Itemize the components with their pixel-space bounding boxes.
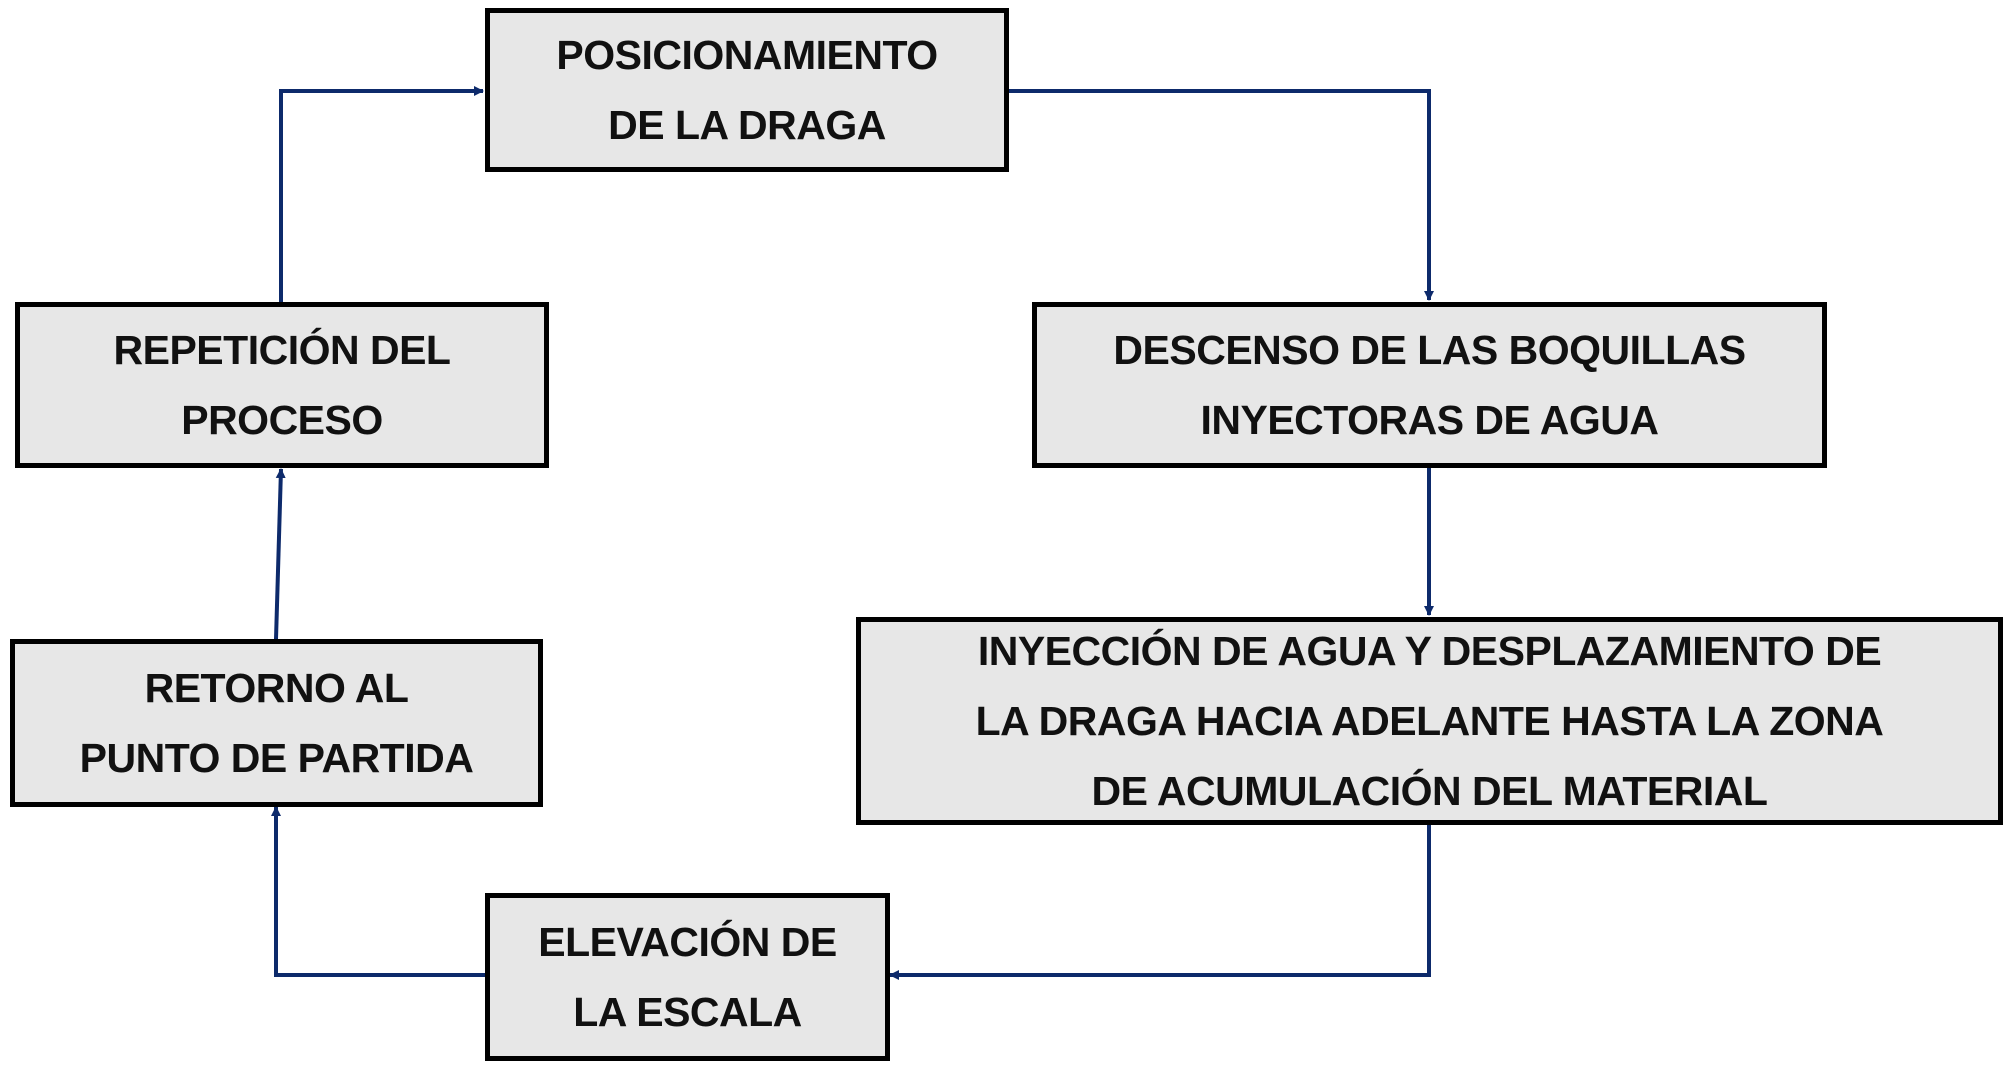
step-label: POSICIONAMIENTO DE LA DRAGA: [556, 32, 938, 148]
step-label: DESCENSO DE LAS BOQUILLAS INYECTORAS DE …: [1113, 327, 1746, 443]
step-label: RETORNO AL PUNTO DE PARTIDA: [79, 665, 474, 781]
step-retorno: RETORNO AL PUNTO DE PARTIDA: [10, 639, 543, 807]
step-label: REPETICIÓN DEL PROCESO: [113, 327, 451, 443]
step-elevacion: ELEVACIÓN DE LA ESCALA: [485, 893, 890, 1061]
step-descenso: DESCENSO DE LAS BOQUILLAS INYECTORAS DE …: [1032, 302, 1827, 468]
step-inyeccion: INYECCIÓN DE AGUA Y DESPLAZAMIENTO DE LA…: [856, 617, 2003, 825]
arrow-elevacion-to-retorno: [271, 806, 485, 977]
arrow-inyeccion-to-elevacion: [889, 825, 1431, 980]
step-posicionamiento: POSICIONAMIENTO DE LA DRAGA: [485, 8, 1009, 172]
step-label: INYECCIÓN DE AGUA Y DESPLAZAMIENTO DE LA…: [975, 628, 1884, 814]
arrow-retorno-to-repeticion: [274, 468, 286, 640]
step-repeticion: REPETICIÓN DEL PROCESO: [15, 302, 549, 468]
arrow-repeticion-to-posicionamiento: [279, 86, 484, 302]
step-label: ELEVACIÓN DE LA ESCALA: [538, 919, 837, 1035]
arrow-posicionamiento-to-descenso: [1007, 89, 1434, 301]
